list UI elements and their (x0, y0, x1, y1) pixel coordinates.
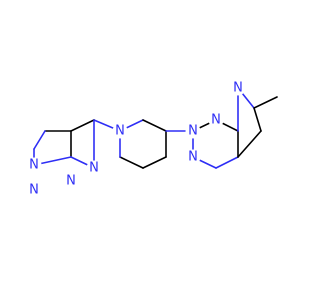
atom-label-n: N (115, 124, 125, 139)
bond-layer (33, 87, 278, 169)
nitrogen-atom: N (26, 182, 42, 198)
bond-line (237, 130, 262, 158)
nitrogen-atom: N (86, 160, 102, 176)
nitrogen-atom: N (185, 123, 201, 139)
atom-label-n: N (188, 150, 198, 165)
atom-label-layer: N N N N N N N N (26, 80, 246, 198)
nitrogen-atom: N (208, 112, 224, 128)
atom-label-n: N (233, 81, 243, 96)
bond-line (142, 119, 167, 132)
atom-label-n: N (29, 183, 39, 198)
nitrogen-atom: N (230, 80, 246, 96)
bond-line (253, 107, 262, 132)
bond-line (33, 130, 46, 150)
atom-label-n: N (211, 113, 221, 128)
nitrogen-atom: N (63, 173, 79, 189)
nitrogen-atom: N (185, 149, 201, 165)
atom-label-n: N (188, 124, 198, 139)
bond-line (119, 156, 144, 169)
nitrogen-atom: N (26, 157, 42, 173)
molecule-structure: N N N N N N N N (26, 80, 278, 198)
nitrogen-atom: N (112, 123, 128, 139)
bond-line (253, 96, 278, 109)
atom-label-n: N (89, 161, 99, 176)
atom-label-n: N (29, 158, 39, 173)
bond-line (215, 156, 239, 169)
bond-line (70, 119, 95, 132)
bond-line (142, 156, 167, 169)
atom-label-n: N (66, 174, 76, 189)
